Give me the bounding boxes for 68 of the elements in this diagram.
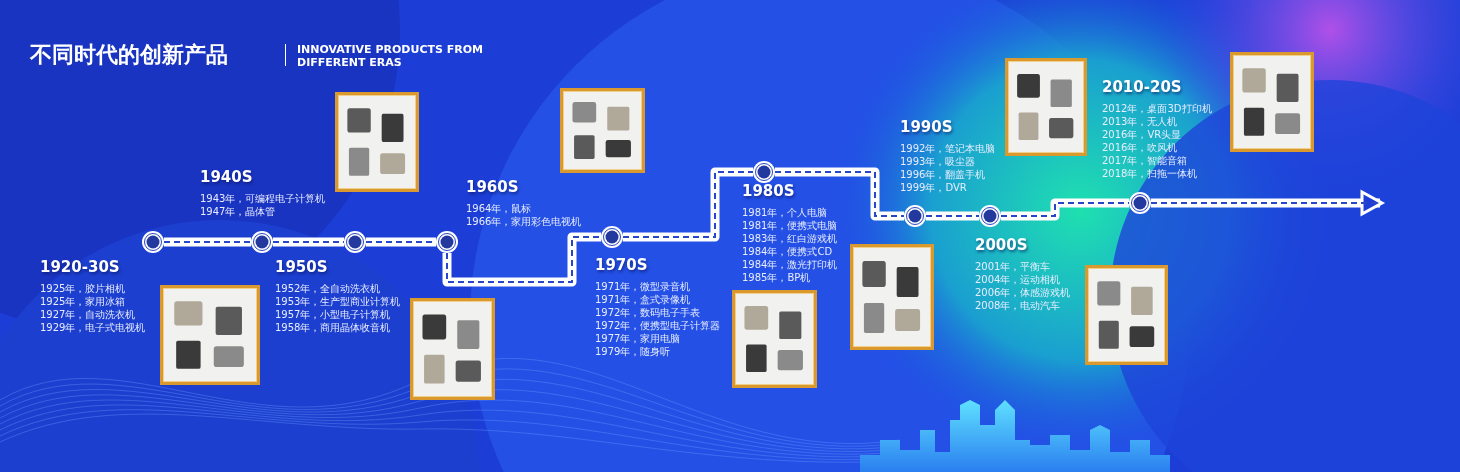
timeline-entry: 2012年，桌面3D打印机 bbox=[1102, 102, 1212, 115]
timeline-entry: 1999年，DVR bbox=[900, 181, 968, 194]
timeline-marker bbox=[141, 230, 165, 254]
timeline-entry: 1958年，商用晶体收音机 bbox=[275, 321, 392, 334]
timeline-entry: 1972年，数码电子手表 bbox=[595, 306, 702, 319]
timeline-entry: 1966年，家用彩色电视机 bbox=[466, 215, 582, 228]
timeline-entry: 1972年，便携型电子计算器 bbox=[595, 319, 721, 332]
timeline-marker bbox=[600, 225, 624, 249]
timeline-entry: 1925年，胶片相机 bbox=[40, 282, 127, 295]
timeline-marker bbox=[903, 204, 927, 228]
timeline-entry: 1984年，便携式CD bbox=[742, 245, 834, 258]
title: 不同时代的创新产品 bbox=[30, 41, 228, 69]
product-photo bbox=[410, 298, 495, 400]
timeline-entry: 1992年，笔记本电脑 bbox=[900, 142, 996, 155]
decade-heading: 2000S bbox=[975, 236, 1029, 254]
timeline-entry: 1983年，红白游戏机 bbox=[742, 232, 838, 245]
product-photo bbox=[1005, 58, 1087, 156]
product-photo bbox=[850, 244, 934, 350]
timeline-marker bbox=[343, 230, 367, 254]
timeline-entry: 2017年，智能音箱 bbox=[1102, 154, 1189, 167]
timeline-entry: 1985年，BP机 bbox=[742, 271, 812, 284]
timeline-entry: 1971年，盒式录像机 bbox=[595, 293, 692, 306]
road-arrow bbox=[1150, 190, 1384, 216]
timeline-entry: 2001年，平衡车 bbox=[975, 260, 1052, 273]
timeline-entry: 1947年，晶体管 bbox=[200, 205, 277, 218]
timeline-entry: 1929年，电子式电视机 bbox=[40, 321, 146, 334]
timeline-entry: 1984年，激光打印机 bbox=[742, 258, 838, 271]
timeline-entry: 1952年，全自动洗衣机 bbox=[275, 282, 382, 295]
timeline-entry: 1925年，家用冰箱 bbox=[40, 295, 127, 308]
timeline-marker bbox=[250, 230, 274, 254]
subtitle: INNOVATIVE PRODUCTS FROM DIFFERENT ERAS bbox=[297, 43, 484, 69]
decade-heading: 2010-20S bbox=[1102, 78, 1183, 96]
timeline-entry: 2016年，吹风机 bbox=[1102, 141, 1179, 154]
timeline-entry: 2018年，扫拖一体机 bbox=[1102, 167, 1199, 180]
timeline-entry: 1953年，生产型商业计算机 bbox=[275, 295, 401, 308]
timeline-entry: 1981年，便携式电脑 bbox=[742, 219, 838, 232]
product-photo bbox=[732, 290, 817, 388]
timeline-entry: 1977年，家用电脑 bbox=[595, 332, 682, 345]
timeline-entry: 1957年，小型电子计算机 bbox=[275, 308, 392, 321]
timeline-entry: 1943年，可编程电子计算机 bbox=[200, 192, 326, 205]
timeline-entry: 2006年，体感游戏机 bbox=[975, 286, 1071, 299]
product-photo bbox=[160, 285, 260, 385]
product-photo bbox=[560, 88, 645, 173]
decade-heading: 1920-30S bbox=[40, 258, 121, 276]
product-photo bbox=[1230, 52, 1314, 152]
timeline-entry: 2013年，无人机 bbox=[1102, 115, 1179, 128]
timeline-entry: 1964年，鼠标 bbox=[466, 202, 533, 215]
decade-heading: 1960S bbox=[466, 178, 520, 196]
timeline-entry: 1979年，随身听 bbox=[595, 345, 672, 358]
timeline-entry: 1993年，吸尘器 bbox=[900, 155, 977, 168]
timeline-entry: 2008年，电动汽车 bbox=[975, 299, 1062, 312]
timeline-entry: 1981年，个人电脑 bbox=[742, 206, 829, 219]
decade-heading: 1940S bbox=[200, 168, 254, 186]
timeline-entry: 2016年，VR头显 bbox=[1102, 128, 1183, 141]
decade-heading: 1990S bbox=[900, 118, 954, 136]
product-photo bbox=[335, 92, 419, 192]
decade-heading: 1980S bbox=[742, 182, 796, 200]
timeline-marker bbox=[435, 230, 459, 254]
timeline-marker bbox=[752, 160, 776, 184]
decade-heading: 1970S bbox=[595, 256, 649, 274]
timeline-entry: 1996年，翻盖手机 bbox=[900, 168, 987, 181]
timeline-marker bbox=[978, 204, 1002, 228]
timeline-marker bbox=[1128, 191, 1152, 215]
product-photo bbox=[1085, 265, 1168, 365]
decade-heading: 1950S bbox=[275, 258, 329, 276]
timeline-entry: 1927年，自动洗衣机 bbox=[40, 308, 137, 321]
timeline-entry: 2004年，运动相机 bbox=[975, 273, 1062, 286]
timeline-entry: 1971年，微型录音机 bbox=[595, 280, 692, 293]
